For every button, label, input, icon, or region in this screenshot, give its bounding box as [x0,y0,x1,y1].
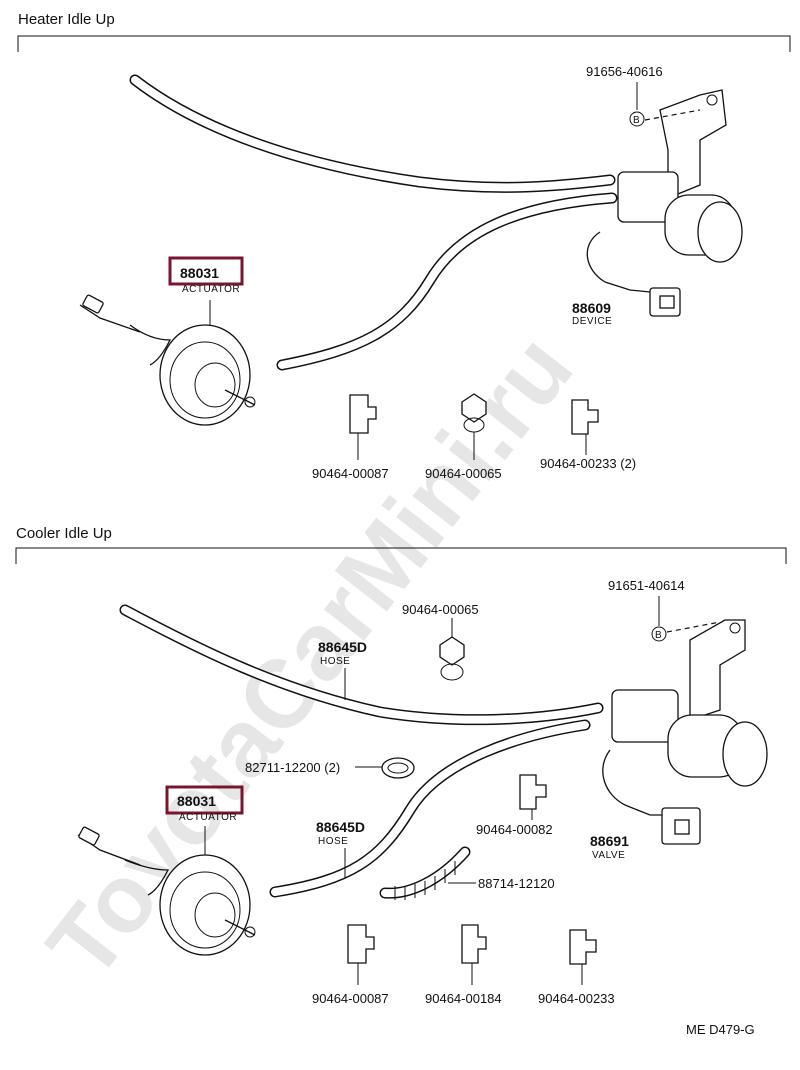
heater-hose-lower [276,192,618,371]
section-bracket-cooler [15,547,787,564]
cooler-hose-lower [269,719,591,898]
cooler-clip-top [439,618,465,681]
cooler-clip-mid [519,774,547,820]
cooler-hose-upper [119,604,604,726]
heater-bolt-leader [644,109,701,121]
heater-device-number: 88609 [572,300,611,316]
section-title-cooler: Cooler Idle Up [16,525,112,542]
heater-bolt-marker: B [633,115,640,126]
cooler-tube-label: 88714-12120 [478,876,555,891]
heater-bolt-label: 91656-40616 [586,64,663,79]
cooler-clip-c [569,929,597,985]
cooler-clip-c-label: 90464-00233 [538,991,615,1006]
cooler-corrugated-tube [379,846,471,900]
cooler-clip-b [461,924,487,985]
heater-device-name: DEVICE [572,316,612,327]
heater-actuator-number: 88031 [180,265,219,281]
heater-clip-1 [349,394,377,460]
heater-actuator-name: ACTUATOR [182,284,240,295]
cooler-bolt-label: 91651-40614 [608,578,685,593]
cooler-actuator-number: 88031 [177,793,216,809]
cooler-clip-a [347,924,375,985]
cooler-hose-lower-number: 88645D [316,819,365,835]
cooler-clamp-label: 82711-12200 (2) [245,760,340,775]
heater-bolt-marker-circle [629,111,645,127]
section-title-heater: Heater Idle Up [18,11,115,28]
cooler-clamp [381,757,415,779]
cooler-valve-name: VALVE [592,850,625,861]
cooler-bolt-marker: B [655,630,662,641]
heater-clip-3 [571,399,599,455]
cooler-hose-upper-name: HOSE [320,656,350,667]
heater-hose-upper [129,74,616,193]
cooler-actuator-name: ACTUATOR [179,812,237,823]
figure-code: ME D479-G [686,1022,755,1037]
section-bracket-heater [17,35,791,52]
heater-clip-2 [461,393,487,460]
heater-device-vsv [586,89,743,317]
cooler-actuator-highlight [165,785,244,815]
cooler-valve-number: 88691 [590,833,629,849]
cooler-hose-lower-name: HOSE [318,836,348,847]
cooler-clip-a-label: 90464-00087 [312,991,389,1006]
cooler-hose-upper-number: 88645D [318,639,367,655]
cooler-clip-top-label: 90464-00065 [402,602,479,617]
heater-clip-1-label: 90464-00087 [312,466,389,481]
heater-actuator [79,294,256,426]
cooler-bolt-marker-circle [651,626,667,642]
cooler-clip-b-label: 90464-00184 [425,991,502,1006]
heater-clip-3-label: 90464-00233 (2) [540,456,636,471]
watermark: ToyotaCarMini.ru [27,316,593,998]
cooler-clip-mid-label: 90464-00082 [476,822,553,837]
cooler-valve-vsv [602,619,768,845]
heater-clip-2-label: 90464-00065 [425,466,502,481]
heater-actuator-highlight [168,256,244,286]
